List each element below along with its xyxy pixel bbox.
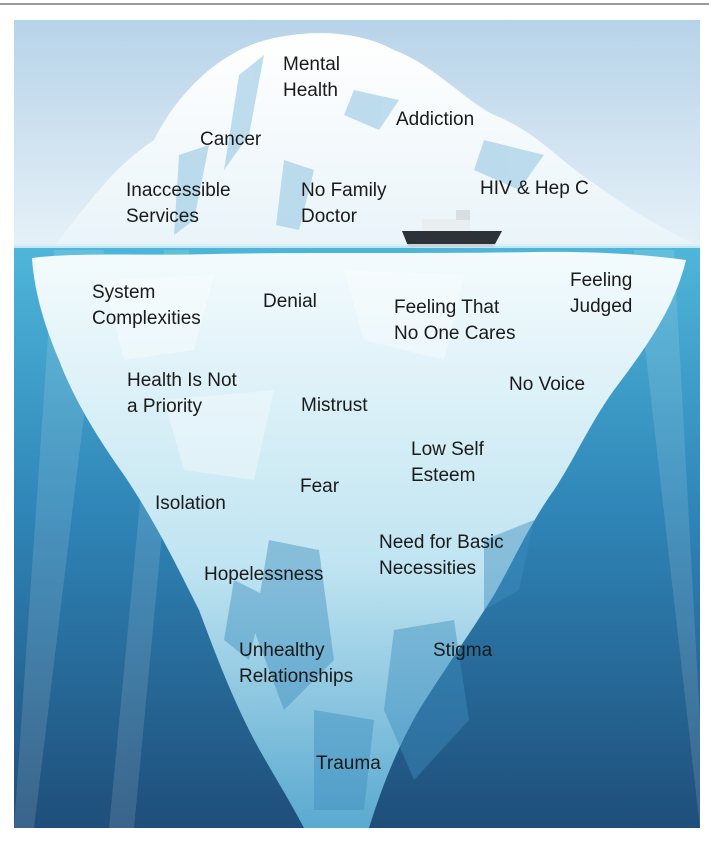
- label-hiv-hep-c: HIV & Hep C: [480, 178, 589, 199]
- label-fear: Fear: [300, 476, 340, 497]
- label-feeling-no-one-cares: Feeling That No One Cares: [394, 297, 516, 344]
- label-health-not-priority: Health Is Not a Priority: [127, 370, 237, 417]
- label-no-voice: No Voice: [509, 374, 586, 395]
- label-addiction: Addiction: [396, 109, 475, 130]
- label-system-complexities: System Complexities: [92, 282, 201, 329]
- label-trauma: Trauma: [316, 753, 381, 774]
- iceberg-tip: [54, 33, 699, 246]
- top-rule: [0, 3, 709, 5]
- label-mistrust: Mistrust: [301, 395, 368, 416]
- iceberg-tip-shadows: [174, 55, 544, 235]
- iceberg-base-shadows: [224, 520, 534, 810]
- label-cancer: Cancer: [200, 129, 262, 150]
- label-mental-health: Mental Health: [283, 54, 341, 101]
- label-stigma: Stigma: [433, 640, 493, 661]
- iceberg-base-highlights: [104, 270, 464, 480]
- label-unhealthy-relationships: Unhealthy Relationships: [239, 640, 354, 687]
- label-feeling-judged: Feeling Judged: [570, 270, 633, 317]
- iceberg-base: [32, 251, 686, 828]
- label-hopelessness: Hopelessness: [204, 564, 324, 585]
- label-isolation: Isolation: [155, 493, 226, 514]
- iceberg-graphic: [14, 20, 700, 828]
- label-inaccessible-services: Inaccessible Services: [126, 180, 231, 227]
- waterline: [14, 244, 700, 248]
- label-low-self-esteem: Low Self Esteem: [411, 439, 484, 486]
- label-denial: Denial: [263, 291, 317, 312]
- iceberg-illustration: Mental Health Addiction Cancer HIV & Hep…: [14, 20, 700, 828]
- label-no-family-doctor: No Family Doctor: [301, 180, 387, 227]
- label-need-basic-necessities: Need for Basic Necessities: [379, 532, 504, 579]
